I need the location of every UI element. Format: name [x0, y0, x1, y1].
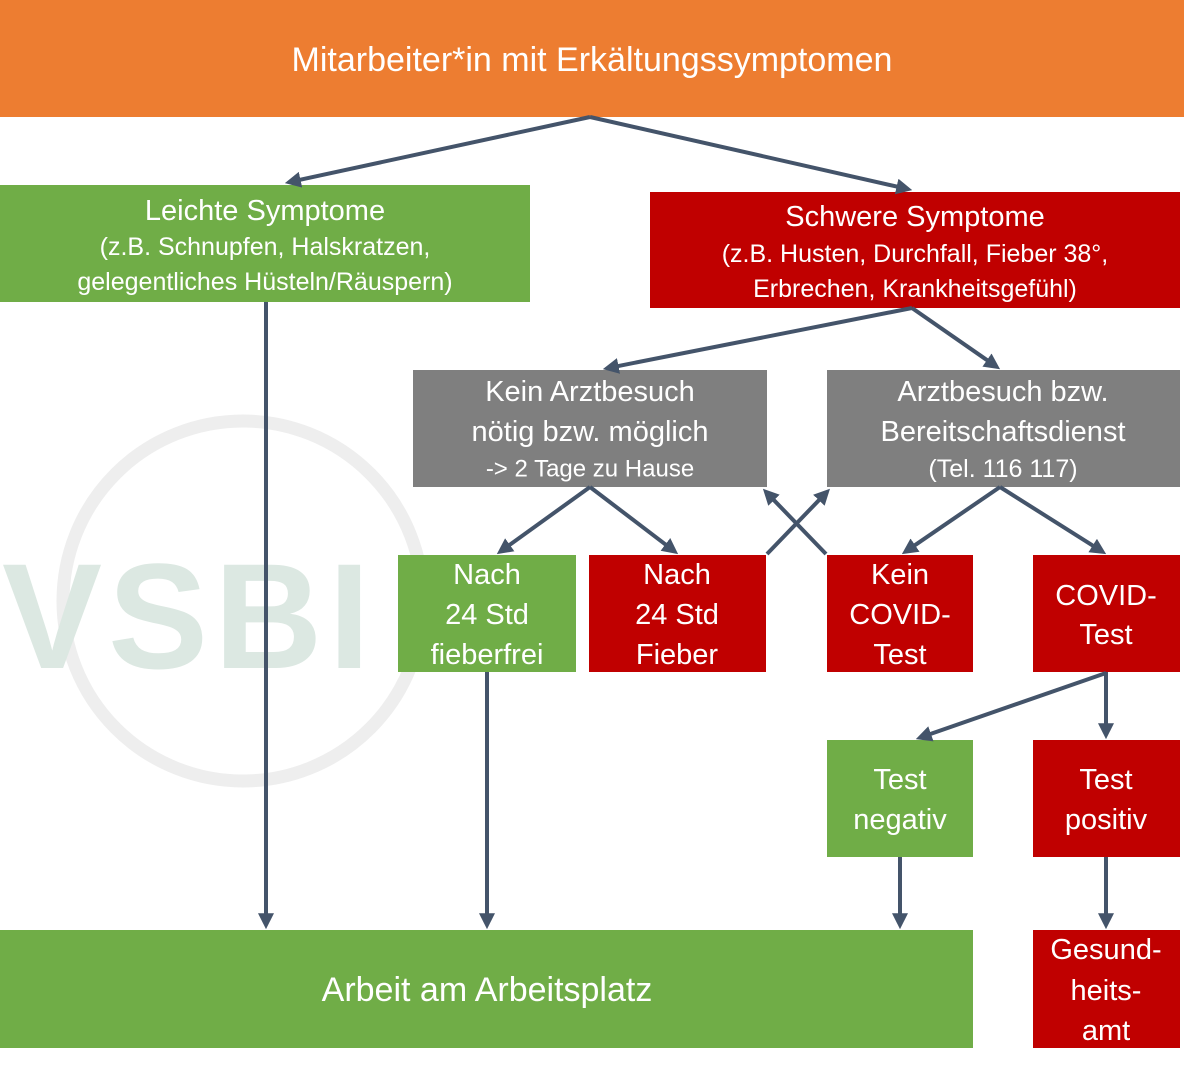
test-positiv-box: [1033, 740, 1180, 857]
fieberfrei-box: [398, 555, 576, 672]
arrow-kein-arztbesuch-to-fieberfrei: [496, 485, 592, 555]
covid-test-line-2: Test: [1079, 619, 1132, 651]
kein-arztbesuch-line-1: Kein Arztbesuch: [485, 376, 695, 408]
node-nach-24-std-fieber: Nach 24 Std Fieber: [589, 555, 766, 672]
node-nach-24-std-fieberfrei: Nach 24 Std fieberfrei: [398, 555, 576, 672]
schwere-symptome-box: [650, 192, 1180, 308]
node-test-positiv: Test positiv: [1033, 740, 1180, 857]
gesundheitsamt-line-1: Gesund-: [1050, 934, 1161, 966]
kein-covid-test-line-3: Test: [873, 639, 926, 671]
arztbesuch-line-1: Arztbesuch bzw.: [897, 376, 1108, 408]
kein-covid-test-line-1: Kein: [871, 559, 929, 591]
fieber-box: [589, 555, 766, 672]
test-negativ-line-2: negativ: [853, 804, 947, 836]
node-leichte-symptome: Leichte Symptome (z.B. Schnupfen, Halskr…: [0, 185, 530, 302]
node-arztbesuch: Arztbesuch bzw. Bereitschaftsdienst (Tel…: [827, 370, 1180, 487]
fieber-line-3: Fieber: [636, 639, 719, 671]
arbeit-box: [0, 930, 973, 1048]
covid-test-box: [1033, 555, 1180, 672]
fieberfrei-line-1: Nach: [453, 559, 521, 591]
gesundheitsamt-line-2: heits-: [1071, 975, 1142, 1007]
fieberfrei-line-3: fieberfrei: [431, 639, 544, 671]
kein-arztbesuch-box: [413, 370, 767, 487]
arbeit-label: Arbeit am Arbeitsplatz: [322, 971, 653, 1009]
arztbesuch-box: [827, 370, 1180, 487]
arrow-arztbesuch-to-covid-test: [998, 485, 1107, 555]
node-test-negativ: Test negativ: [827, 740, 973, 857]
arrow-schwere-to-kein-arztbesuch: [602, 306, 913, 374]
arrow-covid-test-to-test-negativ: [915, 671, 1107, 742]
leichte-symptome-detail-1: (z.B. Schnupfen, Halskratzen,: [100, 233, 431, 261]
connector-arrows: [258, 115, 1114, 930]
gesundheitsamt-box: [1033, 930, 1180, 1048]
leichte-symptome-title: Leichte Symptome: [145, 195, 385, 227]
test-positiv-line-1: Test: [1079, 764, 1132, 796]
test-negativ-box: [827, 740, 973, 857]
schwere-symptome-detail-1: (z.B. Husten, Durchfall, Fieber 38°,: [722, 240, 1109, 268]
arrow-arztbesuch-to-kein-covid-test: [901, 485, 1002, 555]
arrow-kein-covid-test-to-kein-arztbesuch: [762, 488, 828, 556]
node-covid-test: COVID- Test: [1033, 555, 1180, 672]
test-positiv-line-2: positiv: [1065, 804, 1148, 836]
node-arbeit-am-arbeitsplatz: Arbeit am Arbeitsplatz: [0, 930, 973, 1048]
covid-test-line-1: COVID-: [1055, 580, 1157, 612]
header-banner: [0, 0, 1184, 117]
leichte-symptome-box: [0, 185, 530, 302]
kein-covid-test-box: [827, 555, 973, 672]
arrow-header-to-schwere: [589, 115, 913, 195]
arztbesuch-phone: (Tel. 116 117): [928, 455, 1077, 483]
arrow-fieber-to-arztbesuch: [765, 488, 830, 556]
arrow-header-to-leichte: [284, 115, 591, 188]
kein-arztbesuch-line-2: nötig bzw. möglich: [472, 416, 709, 448]
arrow-schwere-to-arztbesuch: [910, 306, 1001, 370]
header-title: Mitarbeiter*in mit Erkältungssymptomen: [292, 41, 893, 79]
schwere-symptome-detail-2: Erbrechen, Krankheitsgefühl): [753, 275, 1077, 303]
gesundheitsamt-line-3: amt: [1082, 1015, 1130, 1047]
arztbesuch-line-2: Bereitschaftsdienst: [880, 416, 1125, 448]
node-schwere-symptome: Schwere Symptome (z.B. Husten, Durchfall…: [650, 192, 1180, 308]
kein-covid-test-line-2: COVID-: [849, 599, 951, 631]
leichte-symptome-detail-2: gelegentliches Hüsteln/Räuspern): [77, 268, 452, 296]
node-gesundheitsamt: Gesund- heits- amt: [1033, 930, 1180, 1048]
node-kein-covid-test: Kein COVID- Test: [827, 555, 973, 672]
fieber-line-2: 24 Std: [635, 599, 719, 631]
schwere-symptome-title: Schwere Symptome: [785, 201, 1045, 233]
node-kein-arztbesuch: Kein Arztbesuch nötig bzw. möglich -> 2 …: [413, 370, 767, 487]
watermark-logo: VSBI: [2, 414, 430, 788]
arrow-kein-arztbesuch-to-fieber: [588, 485, 679, 555]
fieber-line-1: Nach: [643, 559, 711, 591]
kein-arztbesuch-note: -> 2 Tage zu Hause: [486, 456, 694, 483]
node-erkaeltungssymptome: Mitarbeiter*in mit Erkältungssymptomen: [0, 0, 1184, 117]
test-negativ-line-1: Test: [873, 764, 926, 796]
watermark-text: VSBI: [2, 532, 376, 700]
fieberfrei-line-2: 24 Std: [445, 599, 529, 631]
